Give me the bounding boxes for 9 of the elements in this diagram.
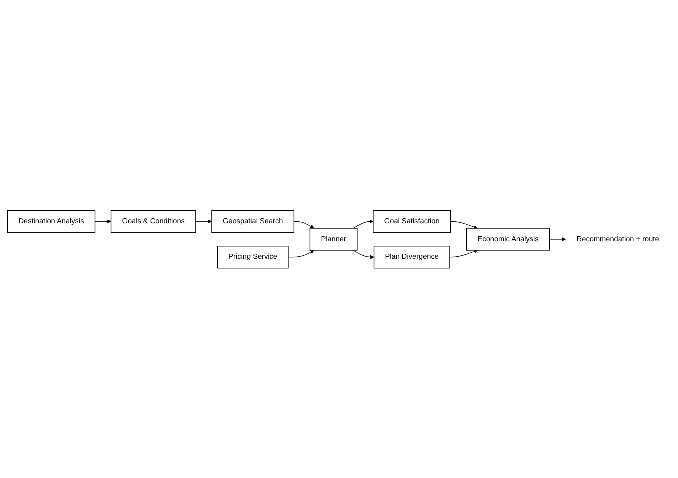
arrow — [288, 250, 315, 258]
arrow — [352, 219, 374, 228]
arrow — [196, 219, 212, 224]
arrow — [294, 220, 315, 228]
arrow — [550, 236, 566, 242]
arrow — [352, 250, 374, 259]
arrow — [450, 249, 478, 258]
arrow — [450, 220, 478, 229]
arrow — [94, 219, 112, 224]
